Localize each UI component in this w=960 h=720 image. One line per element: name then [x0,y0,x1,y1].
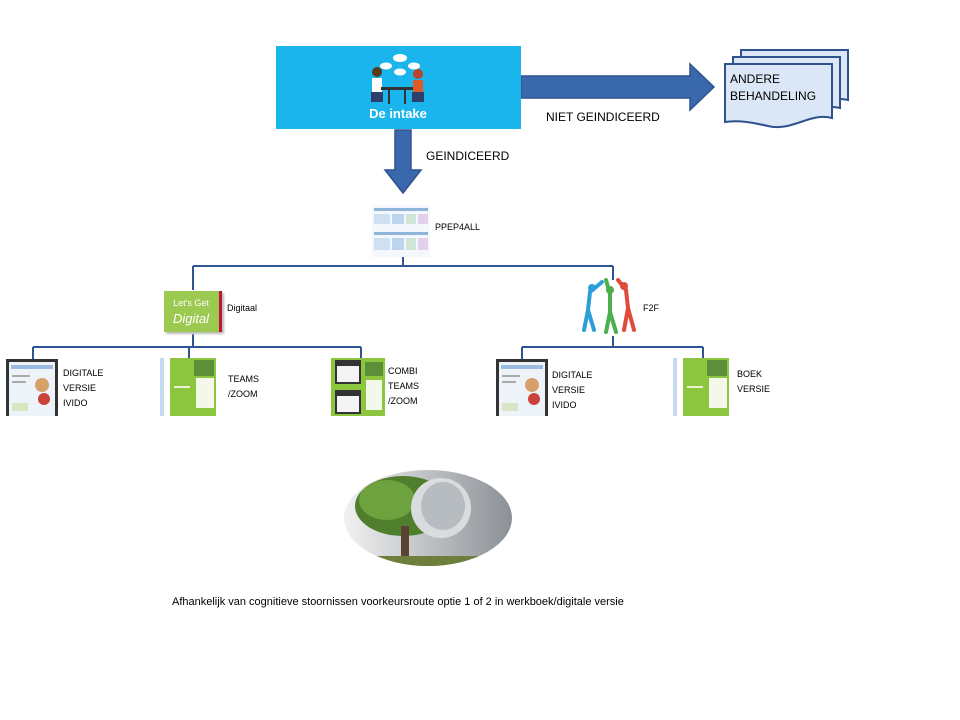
people-high-five-icon [582,278,636,334]
caption: Afhankelijk van cognitieve stoornissen v… [172,596,624,608]
option-thumb-teams-zoom [160,358,216,416]
intake-box [276,46,521,129]
option-label-digital-1: DIGITALE VERSIE IVIDO [63,368,104,408]
program-label: PPEP4ALL [435,222,481,232]
tree-level-1 [192,256,614,290]
option-label-teams-zoom: TEAMS /ZOOM [228,374,260,399]
option-thumb-combi [331,358,385,416]
lets-get-digital-graphic: Let's Get Digital [164,291,219,332]
option-label-combi: COMBI TEAMS /ZOOM [388,366,420,406]
lets-get-digital-logo: Let's Get Digital [164,291,222,332]
option-thumb-book [673,358,729,416]
arrow-indicated [383,129,423,195]
edge-label-indicated: GEINDICEERD [426,149,510,163]
tree-level-2 [32,334,704,359]
svg-text:Let's Get: Let's Get [173,298,209,308]
tree-head-image [344,470,512,566]
option-thumb-digital-2 [496,359,548,416]
intake-illustration [371,54,424,104]
edge-label-not-indicated: NIET GEINDICEERD [546,110,660,124]
option-thumb-digital-1 [6,359,58,416]
branch-label-digital: Digitaal [227,303,258,313]
other-treatment-label: ANDERE BEHANDELING [730,72,817,103]
multi-document-shape [724,49,849,129]
ppep4all-thumbnail [372,205,430,257]
branch-label-f2f: F2F [643,303,660,313]
arrow-not-indicated [520,62,716,112]
option-label-book: BOEK VERSIE [737,369,771,394]
option-label-digital-2: DIGITALE VERSIE IVIDO [552,370,593,410]
intake-title: De intake [369,106,427,121]
svg-text:Digital: Digital [173,311,210,326]
